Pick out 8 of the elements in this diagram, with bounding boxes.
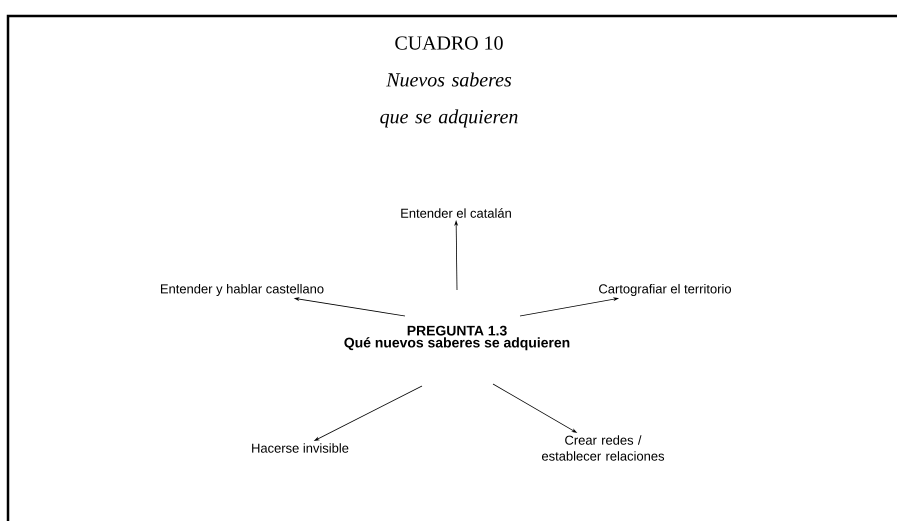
answer-text: Crear redes / establecer relaciones [542,435,664,461]
subtitle: Nuevos saberes que se adquieren [380,72,518,128]
answer-text: Cartografiar el territorio [599,284,731,296]
answer-text: Entender y hablar castellano [161,284,324,296]
answer-text: Hacerse invisible [252,443,348,453]
answer-text: Entender el catalán [401,208,511,218]
title: CUADRO 10 [395,36,503,50]
question-text: PREGUNTA 1.3 Qué nuevos saberes se adquieren [344,326,570,350]
